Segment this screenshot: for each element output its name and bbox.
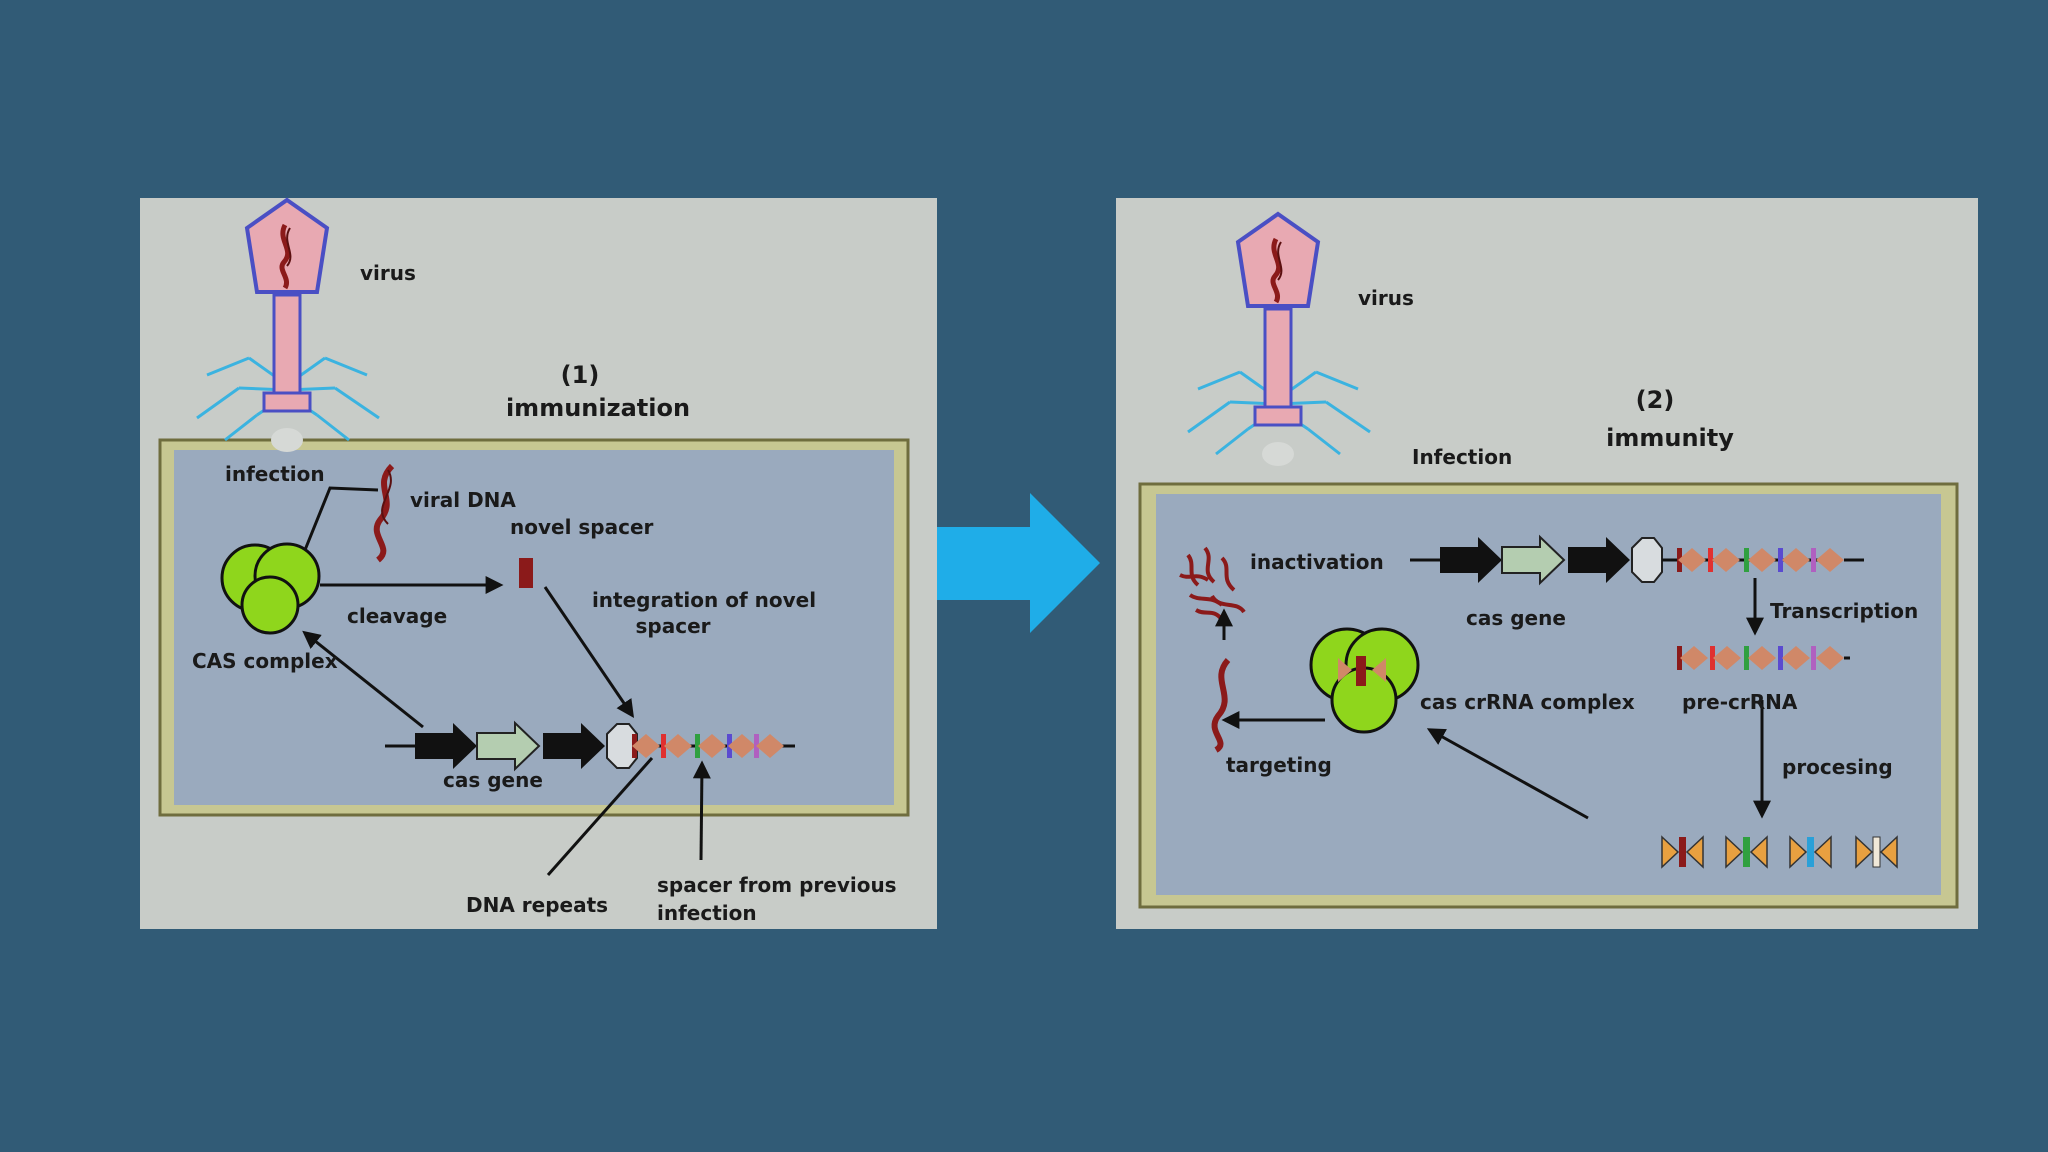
inactivation-label: inactivation — [1250, 550, 1384, 574]
cas-complex-label: CAS complex — [192, 649, 338, 673]
cas-crrna-complex-label: cas crRNA complex — [1420, 690, 1635, 714]
transcription-label: Transcription — [1770, 599, 1918, 623]
infection-label: infection — [225, 462, 325, 486]
panel-number-label: (1) — [561, 361, 600, 389]
spacer-pointer-arrow — [692, 760, 711, 861]
dna-repeats-pointer — [546, 757, 654, 876]
virus-label: virus — [1358, 286, 1414, 310]
panel-number-label: (2) — [1636, 386, 1675, 414]
cleavage-label: cleavage — [347, 604, 447, 628]
pre-crrna-array — [1677, 646, 1850, 670]
dna-repeats-label: DNA repeats — [466, 893, 608, 917]
novel-spacer-block — [519, 558, 533, 588]
integration-arrow — [543, 586, 635, 718]
cas-gene-label: cas gene — [443, 768, 543, 792]
cas-complex-icon — [220, 542, 321, 635]
novel-spacer-label: novel spacer — [510, 515, 654, 539]
processed-crrna-group — [1661, 835, 1898, 869]
panel-title-label: immunity — [1606, 424, 1734, 452]
cas-crrna-complex-icon — [1309, 627, 1420, 734]
integration-label-line1: integration of novel — [592, 588, 816, 612]
panel-immunity: virus (2) immunity Infection inactivatio… — [1116, 198, 1978, 929]
crispr-array-1 — [632, 734, 784, 758]
crispr-array-2 — [1677, 548, 1864, 572]
expression-arrow — [302, 630, 424, 729]
pre-crrna-label: pre-crRNA — [1682, 690, 1798, 714]
target-dna-icon — [1211, 657, 1231, 753]
spacer-previous-label-line2: infection — [657, 901, 757, 925]
infection-label: Infection — [1412, 445, 1512, 469]
fragmented-dna-icon — [1179, 546, 1246, 622]
viral-dna-label: viral DNA — [410, 488, 516, 512]
processing-label: procesing — [1782, 755, 1893, 779]
cas-gene-label: cas gene — [1466, 606, 1566, 630]
right-arrow-icon — [937, 493, 1100, 633]
panel-immunization: virus (1) immunization infection viral D… — [140, 198, 937, 929]
assembly-arrow — [1426, 728, 1589, 820]
integration-label-line2: spacer — [636, 614, 711, 638]
targeting-label: targeting — [1226, 753, 1332, 777]
viral-dna-icon — [373, 463, 395, 563]
virus-label: virus — [360, 261, 416, 285]
spacer-previous-label-line1: spacer from previous — [657, 873, 897, 897]
panel-title-label: immunization — [506, 394, 690, 422]
